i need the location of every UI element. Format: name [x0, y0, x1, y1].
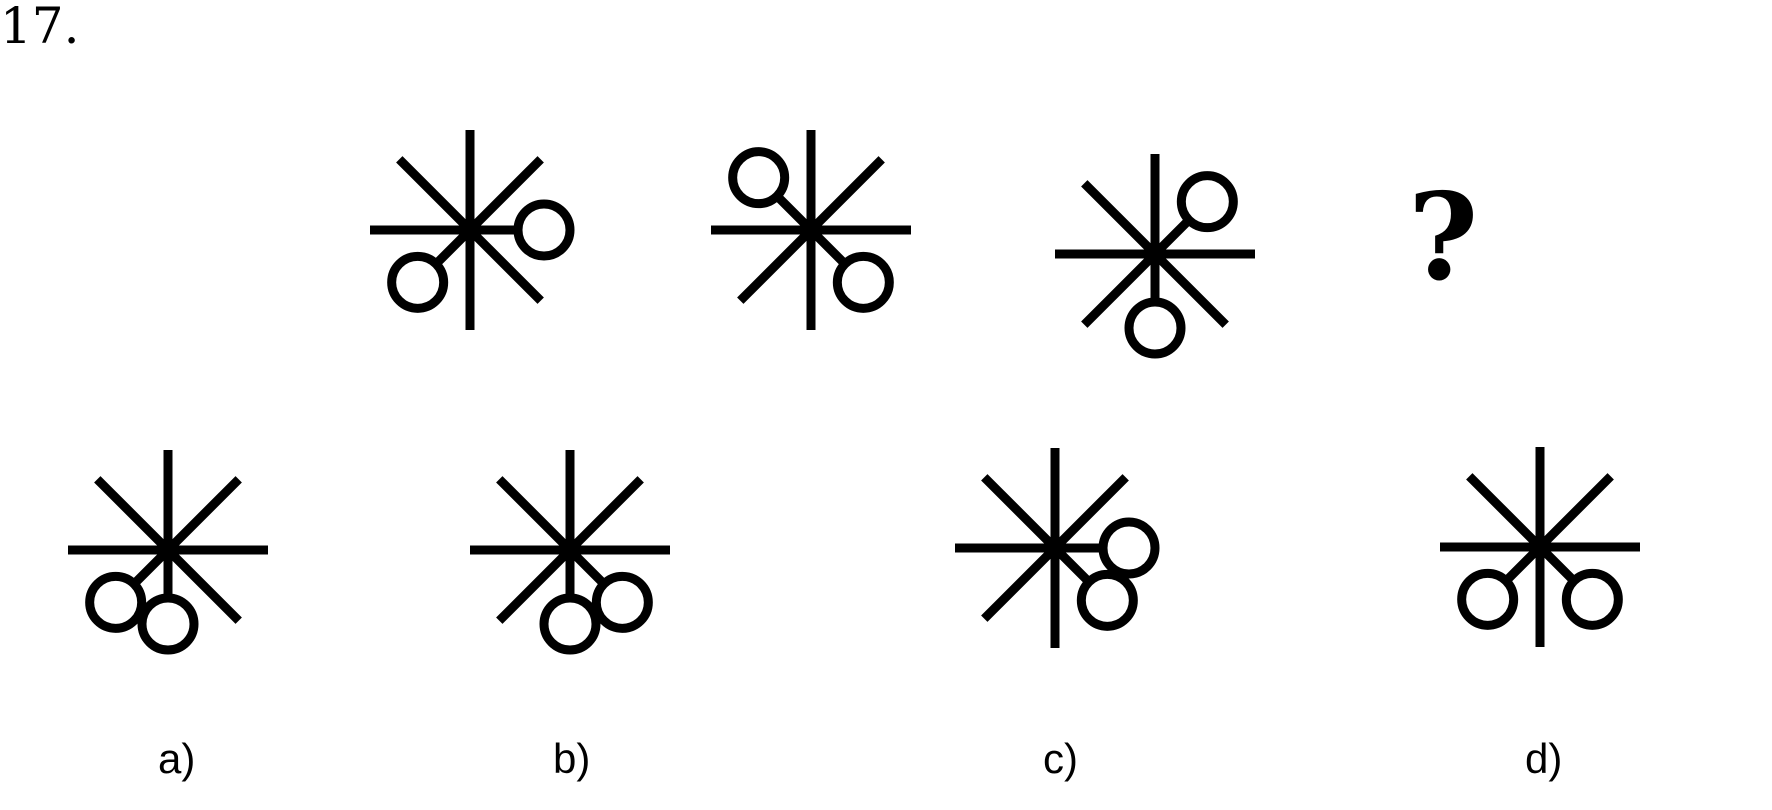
circle-s — [539, 593, 601, 655]
question-number: 17. — [0, 0, 80, 55]
circle-ne — [1176, 171, 1238, 233]
circle-se — [1076, 569, 1138, 631]
sequence-figure-2 — [711, 130, 911, 330]
circle-sw — [1457, 568, 1519, 630]
diagonal-line-ne-sw — [737, 156, 885, 304]
circle-sw — [85, 571, 147, 633]
option-label-b[interactable]: b) — [553, 735, 591, 782]
unknown-figure: ? — [1408, 167, 1479, 308]
circle-e — [513, 199, 575, 261]
circle-se — [1561, 568, 1623, 630]
option-label-a[interactable]: a) — [158, 735, 196, 782]
circle-s — [137, 593, 199, 655]
circle-se — [591, 571, 653, 633]
option-label-d[interactable]: d) — [1525, 735, 1563, 782]
diagonal-line-ne-sw — [981, 474, 1129, 622]
sequence-figure-3 — [1055, 154, 1255, 359]
circle-sw — [387, 251, 449, 313]
circle-e — [1098, 517, 1160, 579]
diagonal-line-ne-sw — [496, 476, 644, 624]
option-figure-a — [68, 450, 268, 655]
option-label-c[interactable]: c) — [1043, 735, 1078, 782]
option-figure-b — [470, 450, 670, 655]
circle-nw — [728, 147, 790, 209]
circle-se — [832, 251, 894, 313]
option-figure-d — [1440, 447, 1640, 647]
circle-s — [1124, 297, 1186, 359]
option-figure-c — [955, 448, 1160, 648]
sequence-figure-1 — [370, 130, 575, 330]
